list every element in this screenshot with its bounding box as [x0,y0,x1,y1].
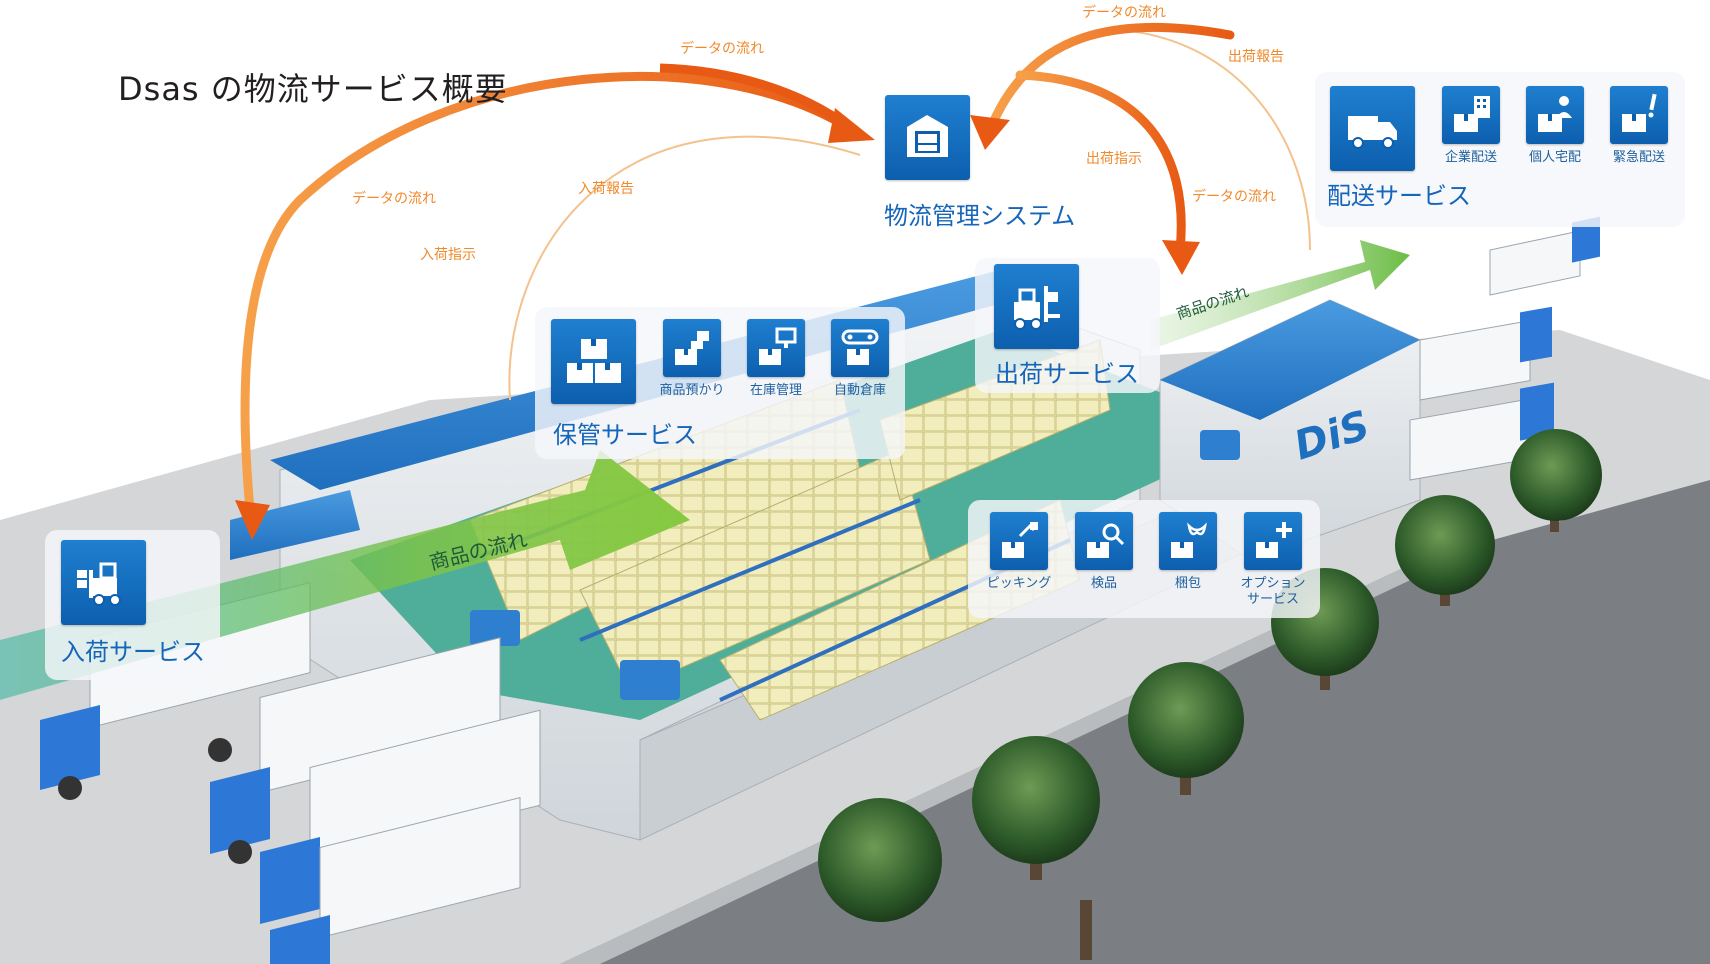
data-flow-arrow-outbound [1015,70,1186,255]
storage-sub-tile-1 [663,319,721,377]
data-flow-label-right: データの流れ [1192,189,1276,205]
delivery-sub-label-2: 個人宅配 [1528,150,1581,165]
delivery-sub-label-3: 緊急配送 [1612,150,1665,165]
outbound-options-panel: ピッキング 検品 梱包 オプション サービス [968,500,1320,618]
delivery-service-tile [1330,86,1415,171]
outbound-sub-tile-1 [990,512,1048,570]
delivery-sub-tile-3 [1610,86,1668,144]
outbound-report-label: 出荷報告 [1228,49,1284,65]
outbound-sub-label-4: オプション サービス [1240,576,1306,607]
delivery-sub-label-1: 企業配送 [1444,150,1497,165]
storage-sub-label-1: 商品預かり [659,383,725,398]
conveyor-icon [841,329,879,365]
storage-service-panel: 商品預かり 在庫管理 自動倉庫 保管サービス [535,307,905,459]
inbound-report-line [508,135,861,401]
delivery-sub-tile-1 [1442,86,1500,144]
outbound-report-line [1119,29,1311,251]
logistics-system-tile [885,95,970,180]
data-flow-label-left: データの流れ [352,191,436,207]
forklift-icon [1014,286,1060,330]
delivery-sub-tile-2 [1526,86,1584,144]
box-deposit-icon [675,331,709,365]
inspect-icon [1087,523,1125,558]
storage-sub-label-3: 自動倉庫 [833,383,886,398]
trees [818,429,1602,960]
outbound-sub-label-2: 検品 [1090,576,1117,591]
inbound-service-label: 入荷サービス [61,638,205,666]
delivery-service-panel: 企業配送 個人宅配 緊急配送 配送サービス [1315,72,1685,227]
inbound-report-label: 入荷報告 [578,181,634,197]
outbound-service-tile [994,264,1079,349]
delivery-service-label: 配送サービス [1327,182,1471,210]
picking-icon [1002,522,1038,558]
building-box-icon [1454,96,1490,132]
outbound-sub-tile-4 [1244,512,1302,570]
storage-service-tile [551,319,636,404]
outbound-sub-tile-2 [1075,512,1133,570]
storage-sub-tile-2 [747,319,805,377]
plus-box-icon [1256,522,1292,558]
page-title: Dsas の物流サービス概要 [118,70,508,108]
boxes-icon [567,339,621,383]
outbound-instruction-label: 出荷指示 [1086,151,1142,167]
delivery-truck-icon [1348,116,1397,149]
inbound-service-panel: 入荷サービス [45,530,220,680]
data-flow-arrow-to-system [659,63,853,132]
storage-sub-label-2: 在庫管理 [749,383,802,398]
outbound-service-label: 出荷サービス [995,360,1139,388]
trucks [40,216,1600,964]
person-box-icon [1538,96,1572,132]
data-flow-label-top: データの流れ [680,41,764,57]
outbound-sub-label-1: ピッキング [986,576,1052,591]
forklift-icon [77,562,121,606]
goods-flow-arrow-right [1150,240,1410,350]
data-flow-label-top-right: データの流れ [1082,5,1166,21]
storage-service-label: 保管サービス [553,421,697,449]
data-flow-arrow-inbound [240,72,865,515]
outbound-sub-tile-3 [1159,512,1217,570]
urgent-box-icon [1622,93,1657,132]
outbound-sub-label-3: 梱包 [1174,576,1201,591]
inbound-service-tile [61,540,146,625]
logistics-system-label: 物流管理システム [884,202,1076,230]
storage-sub-tile-3 [831,319,889,377]
data-flow-arrow-outbound-report [985,22,1235,135]
outbound-service-panel: 出荷サービス [975,258,1160,393]
truck-garage-icon [907,115,948,157]
inbound-instruction-label: 入荷指示 [420,247,476,263]
ribbon-package-icon [1171,522,1207,558]
inventory-monitor-icon [759,327,797,365]
